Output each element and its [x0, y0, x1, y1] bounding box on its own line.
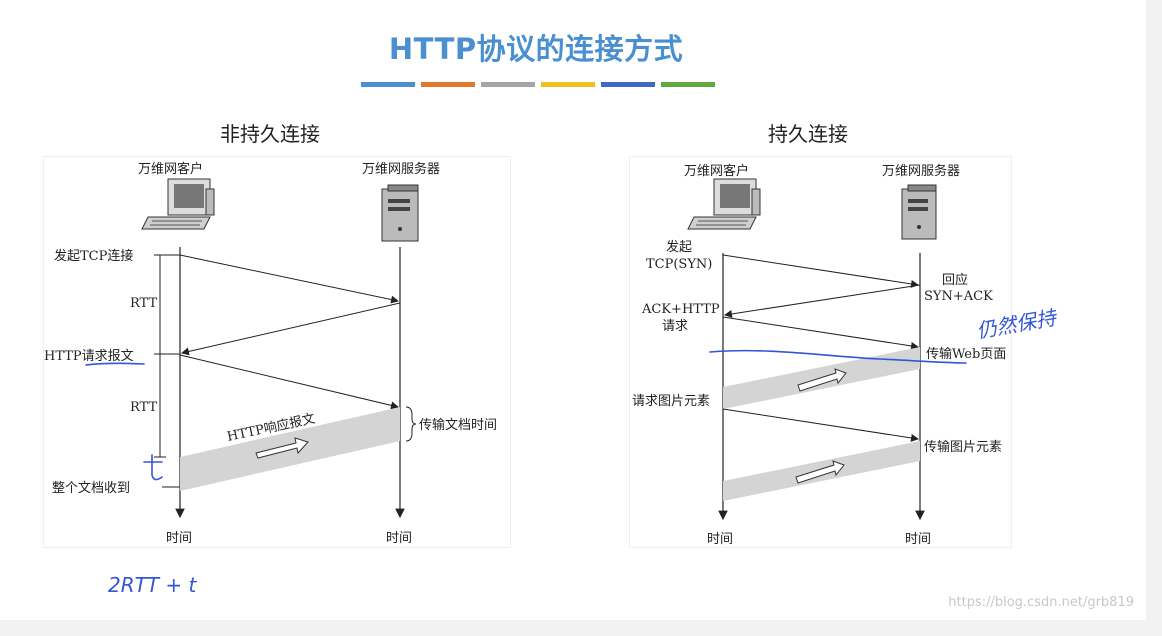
page-title: HTTP协议的连接方式 — [388, 32, 684, 66]
title-color-bar — [361, 82, 715, 87]
color-bar-segment — [361, 82, 415, 87]
step-rtt-2: RTT — [130, 400, 157, 415]
color-bar-segment — [541, 82, 595, 87]
server-time-label: 时间 — [386, 531, 412, 546]
watermark: https://blog.csdn.net/grb819 — [948, 595, 1134, 610]
step-document-received: 整个文档收到 — [52, 481, 130, 496]
client-time-label: 时间 — [166, 531, 192, 546]
server-icon — [901, 184, 937, 240]
ack-request-arrow — [722, 316, 919, 350]
web-page-label: 传输Web页面 — [926, 346, 1006, 362]
persistent-diagram: 万维网客户 万维网服务器 发起 TCP(SYN) 回应 SYN+ACK — [629, 156, 1012, 548]
step-rtt-1: RTT — [130, 296, 157, 311]
ack-label-line2: 请求 — [662, 319, 688, 334]
client-label: 万维网客户 — [684, 163, 749, 179]
synack-label-line1: 回应 — [942, 272, 968, 288]
color-bar-segment — [481, 82, 535, 87]
web-page-underline-annotation — [709, 349, 967, 364]
client-label: 万维网客户 — [138, 161, 203, 177]
color-bar-segment — [661, 82, 715, 87]
client-computer-icon — [141, 178, 215, 230]
image-arrow-icon — [795, 460, 845, 484]
response-arrow-icon — [255, 437, 309, 459]
persistent-svg: 万维网客户 万维网服务器 发起 TCP(SYN) 回应 SYN+ACK — [632, 163, 1006, 547]
step-start-tcp: 发起TCP连接 — [54, 248, 133, 264]
synack-label-line2: SYN+ACK — [924, 289, 993, 304]
tcp-synack-arrow — [181, 302, 401, 356]
nonpersistent-diagram: 万维网客户 万维网服务器 — [43, 156, 511, 548]
image-request-arrow — [722, 408, 919, 442]
t-mark-annotation — [143, 454, 163, 481]
slide: HTTP协议的连接方式 非持久连接 持久连接 万维网客户 — [0, 0, 1146, 620]
server-icon — [381, 184, 419, 242]
syn-arrow — [722, 254, 919, 288]
client-computer-icon — [687, 178, 761, 230]
web-page-arrow-icon — [797, 368, 847, 392]
ack-label-line1: ACK+HTTP — [641, 302, 720, 317]
transfer-time-label: 传输文档时间 — [419, 417, 497, 433]
tcp-syn-arrow — [179, 254, 399, 304]
formula-annotation: 2RTT + t — [108, 573, 198, 597]
step-http-request: HTTP请求报文 — [44, 349, 134, 364]
nonpersistent-heading: 非持久连接 — [220, 122, 320, 146]
image-transfer-label: 传输图片元素 — [924, 439, 1002, 455]
nonpersistent-svg: 万维网客户 万维网服务器 — [44, 161, 497, 546]
http-request-arrow — [179, 354, 399, 410]
syn-label-line1: 发起 — [666, 239, 692, 255]
underline-annotation — [85, 362, 145, 366]
persistent-heading: 持久连接 — [768, 122, 848, 146]
synack-arrow — [724, 284, 921, 318]
color-bar-segment — [421, 82, 475, 87]
client-time-label: 时间 — [707, 532, 733, 547]
image-request-label: 请求图片元素 — [632, 394, 710, 409]
server-label: 万维网服务器 — [362, 161, 440, 177]
syn-label-line2: TCP(SYN) — [646, 257, 712, 272]
color-bar-segment — [601, 82, 655, 87]
server-time-label: 时间 — [905, 532, 931, 547]
server-label: 万维网服务器 — [882, 163, 960, 179]
